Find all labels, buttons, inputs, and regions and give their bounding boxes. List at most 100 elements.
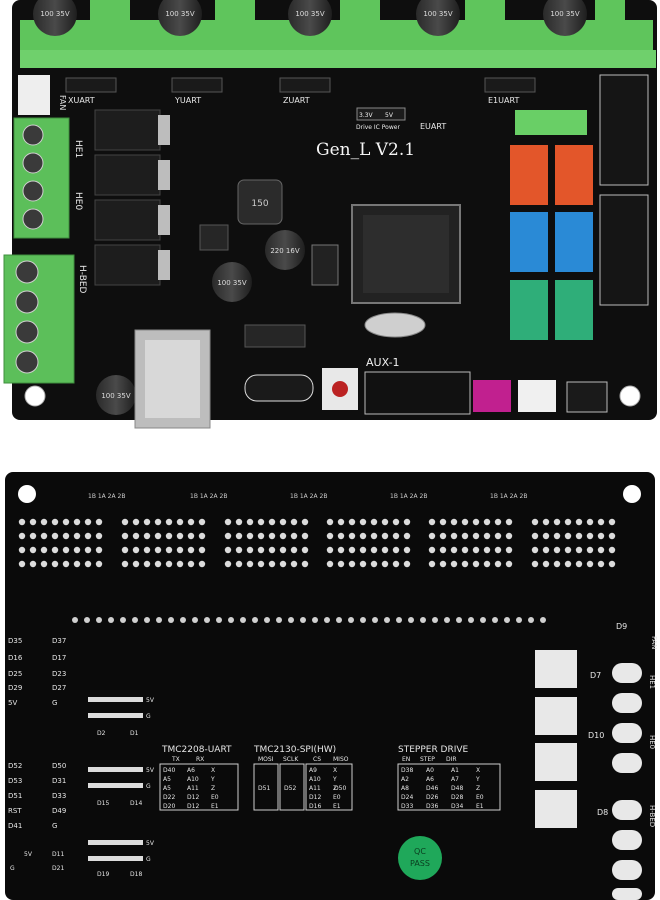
table-cell: D12 — [187, 794, 199, 801]
solder-pad — [120, 617, 126, 623]
mosfet-tab-3 — [158, 205, 170, 235]
terminal-block-bed — [3, 254, 75, 384]
terminal-pad-4 — [612, 753, 642, 773]
solder-pad — [428, 532, 436, 540]
table-cell: A11 — [309, 785, 321, 792]
solder-pad — [257, 546, 265, 554]
ic-small-2 — [244, 324, 306, 348]
table-cell: X — [333, 767, 337, 774]
stepper-title: STEPPER DRIVE — [398, 745, 469, 755]
solder-pad — [51, 518, 59, 526]
ds-label-3: D50 — [334, 785, 346, 792]
ds-box-1 — [253, 763, 279, 811]
solder-pad — [531, 546, 539, 554]
solder-pad — [95, 518, 103, 526]
solder-pad — [165, 518, 173, 526]
solder-pad — [348, 518, 356, 526]
screw-6 — [15, 290, 39, 314]
left-pin-8: D51 — [8, 792, 22, 800]
solder-pad — [246, 560, 254, 568]
solder-pad — [246, 518, 254, 526]
table-cell: D34 — [451, 803, 463, 810]
solder-pad — [176, 560, 184, 568]
table-cell: Y — [210, 776, 215, 783]
left-pin-b9: D49 — [52, 807, 66, 815]
table-cell: A5 — [163, 776, 171, 783]
screw-4 — [22, 208, 44, 230]
tmc2208-title: TMC2208-UART — [161, 745, 232, 755]
solder-pad — [121, 518, 129, 526]
cap-label-1: 100 35V — [40, 10, 69, 18]
solder-pad — [494, 560, 502, 568]
solder-pad — [348, 532, 356, 540]
solder-pad — [359, 560, 367, 568]
solder-pad — [553, 560, 561, 568]
solder-pad — [96, 617, 102, 623]
qc-text-1: QC — [414, 847, 426, 856]
solder-pad — [492, 617, 498, 623]
solder-pad — [301, 518, 309, 526]
capacitor-2 — [158, 0, 202, 36]
solder-pad — [40, 518, 48, 526]
solder-pad — [564, 532, 572, 540]
solder-pad — [403, 532, 411, 540]
solder-pad — [198, 532, 206, 540]
table-cell: Z — [333, 785, 337, 792]
bl-pin-1: 5V — [24, 851, 33, 858]
solder-pad — [84, 518, 92, 526]
table-cell: D46 — [426, 785, 438, 792]
solder-pad — [144, 617, 150, 623]
solder-pad — [472, 560, 480, 568]
table-cell: D33 — [401, 803, 413, 810]
cap-label-4: 100 35V — [423, 10, 452, 18]
solder-pad — [29, 532, 37, 540]
solder-pad — [428, 518, 436, 526]
solder-pad — [597, 532, 605, 540]
endstop-z-min — [510, 280, 548, 340]
solder-pad — [279, 518, 287, 526]
solder-pad — [73, 518, 81, 526]
capacitor-6 — [212, 262, 252, 302]
solder-pad — [505, 518, 513, 526]
table-cell: A8 — [401, 785, 409, 792]
left-pin-b8: D33 — [52, 792, 66, 800]
solder-pad — [392, 532, 400, 540]
solder-pad — [268, 546, 276, 554]
solder-pad — [542, 532, 550, 540]
solder-pad — [608, 518, 616, 526]
table-cell: E0 — [333, 794, 341, 801]
terminal-pad-6 — [612, 830, 642, 850]
solder-pad — [176, 546, 184, 554]
solder-pad — [235, 532, 243, 540]
uart-label-x: XUART — [68, 96, 95, 105]
solder-pad — [312, 617, 318, 623]
solder-pad — [472, 518, 480, 526]
screw-1 — [22, 124, 44, 146]
table-cell: A11 — [187, 785, 199, 792]
solder-pad — [396, 617, 402, 623]
mosfet-tab-2 — [158, 160, 170, 190]
bl-pin-4: G — [10, 865, 15, 872]
table-cell: X — [476, 767, 480, 774]
solder-pad — [439, 532, 447, 540]
solder-pad — [575, 532, 583, 540]
solder-pad — [51, 560, 59, 568]
screw-2 — [22, 152, 44, 174]
side-pin-11: D19 — [97, 871, 109, 878]
solder-pad — [608, 546, 616, 554]
side-pin-9: 5V — [146, 840, 155, 847]
solder-pad — [450, 532, 458, 540]
solder-pad — [505, 560, 513, 568]
solder-pad — [564, 560, 572, 568]
solder-pad — [62, 560, 70, 568]
solder-pad — [224, 532, 232, 540]
uart-label-e0: EUART — [420, 122, 446, 131]
pin-label-group-4: 1B 1A 2A 2B — [390, 493, 427, 500]
solder-pad — [73, 560, 81, 568]
pin-label-group-2: 1B 1A 2A 2B — [190, 493, 227, 500]
solder-pad — [279, 546, 287, 554]
fan-label: FAN — [58, 95, 67, 110]
solder-pad — [40, 532, 48, 540]
